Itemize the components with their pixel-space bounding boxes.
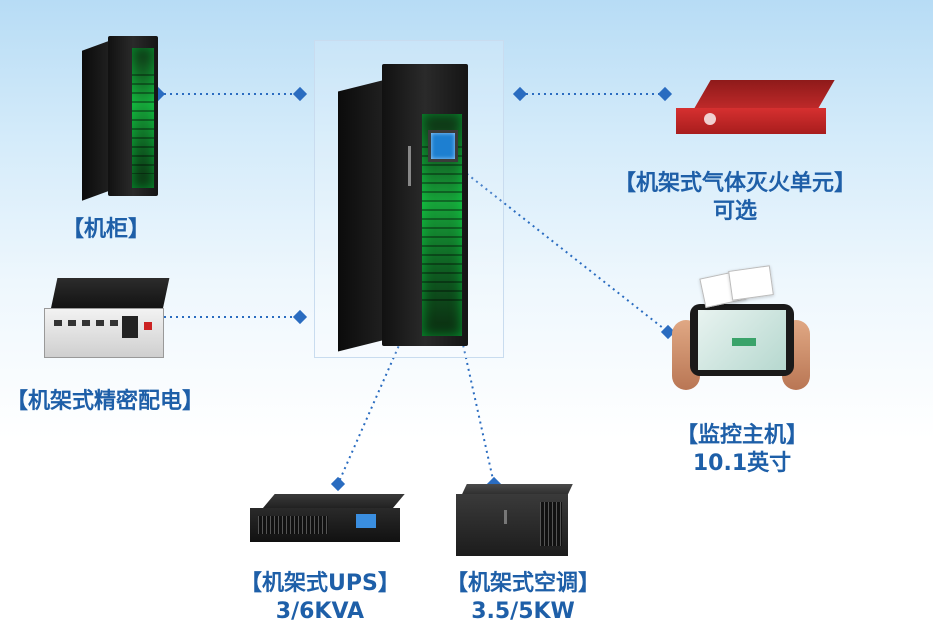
link-ac	[457, 321, 495, 485]
node-diamond	[657, 86, 673, 102]
ups-image	[246, 494, 406, 548]
gas-unit-label: 【机架式气体灭火单元】 可选	[614, 171, 857, 224]
cabinet-image	[82, 34, 158, 201]
pdu-label: 【机架式精密配电】	[6, 389, 205, 414]
link-ups	[337, 274, 431, 485]
node-diamond	[512, 86, 528, 102]
node-diamond	[660, 324, 676, 340]
pdu-image	[40, 278, 170, 368]
central-cabinet-image	[338, 56, 468, 352]
node-diamond	[330, 476, 346, 492]
link-monitor	[461, 169, 669, 333]
cabinet-label: 【机柜】	[62, 217, 151, 242]
monitor-host-image	[672, 264, 812, 394]
touch-screen	[428, 130, 458, 162]
monitor-host-label: 【监控主机】 10.1英寸	[676, 423, 809, 476]
gas-unit-image	[672, 80, 835, 140]
ac-image	[452, 484, 574, 558]
node-diamond	[292, 309, 308, 325]
node-diamond	[292, 86, 308, 102]
ac-label: 【机架式空调】 3.5/5KW	[446, 571, 601, 624]
ups-label: 【机架式UPS】 3/6KVA	[240, 571, 400, 624]
